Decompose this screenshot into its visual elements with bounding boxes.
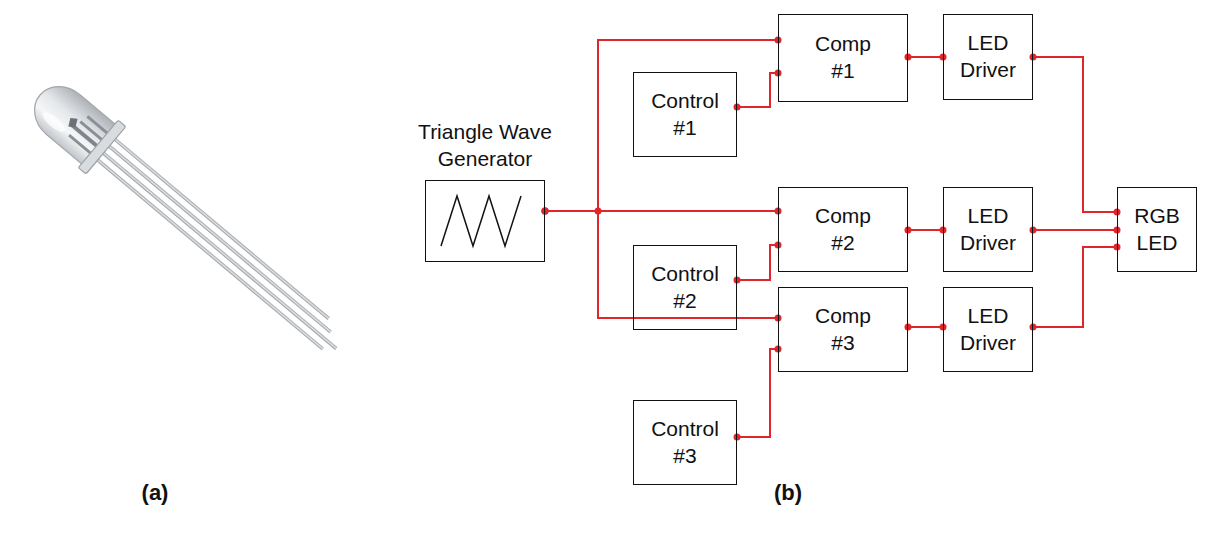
led-lead — [98, 148, 338, 350]
connection-dot — [734, 277, 741, 284]
led-highlight — [40, 109, 68, 135]
rgb-led-photo — [20, 71, 359, 369]
led-driver-box: LED Driver — [943, 14, 1033, 100]
connection-dot — [734, 434, 741, 441]
node-label: LED Driver — [953, 303, 1023, 357]
signal-wire — [908, 229, 943, 231]
node-label: LED Driver — [953, 30, 1023, 84]
led-lead — [104, 141, 332, 333]
signal-wire — [545, 40, 778, 211]
comparator-box: Comp #3 — [778, 287, 908, 372]
triangle-wave-symbol — [441, 196, 521, 246]
node-heading: Triangle Wave Generator — [400, 119, 570, 173]
connection-dot — [905, 54, 912, 61]
led-die-cup — [65, 115, 80, 131]
connection-dot — [542, 208, 549, 215]
node-label: Comp #1 — [808, 31, 878, 85]
led-driver-box: LED Driver — [943, 287, 1033, 372]
comparator-box: Comp #2 — [778, 187, 908, 272]
signal-wire — [1033, 229, 1117, 231]
node-label: LED Driver — [953, 203, 1023, 257]
connection-dot — [905, 324, 912, 331]
led-lead — [109, 134, 330, 320]
panel-label: (b) — [774, 480, 802, 506]
signal-wire — [737, 349, 778, 437]
signal-wire — [737, 245, 778, 280]
node-label: Comp #3 — [808, 303, 878, 357]
triangle-wave-generator: Triangle Wave Generator — [425, 180, 545, 262]
node-label: Control #3 — [645, 416, 725, 470]
node-label: RGB LED — [1130, 203, 1185, 257]
comparator-box: Comp #1 — [778, 14, 908, 102]
connection-dot — [542, 208, 549, 215]
signal-wire — [737, 73, 778, 107]
connection-dot — [1030, 227, 1037, 234]
connection-dot — [734, 104, 741, 111]
led-driver-box: LED Driver — [943, 187, 1033, 272]
control-box: Control #2 — [633, 245, 737, 330]
led-flange — [78, 120, 126, 174]
node-label: Control #1 — [645, 88, 725, 142]
rgb-led-box: RGB LED — [1117, 187, 1197, 272]
node-label: Comp #2 — [808, 203, 878, 257]
signal-wire — [908, 56, 943, 58]
led-lead — [92, 155, 324, 351]
connection-dot — [542, 208, 549, 215]
connection-dot — [1030, 54, 1037, 61]
signal-wire — [545, 211, 778, 318]
signal-wire — [1033, 57, 1117, 212]
signal-wire — [1033, 247, 1117, 327]
connection-dot — [1030, 324, 1037, 331]
control-box: Control #1 — [633, 72, 737, 157]
node-label: Control #2 — [645, 261, 725, 315]
control-box: Control #3 — [633, 400, 737, 485]
panel-label: (a) — [142, 480, 169, 506]
signal-wire — [908, 326, 943, 328]
connection-dot — [905, 227, 912, 234]
